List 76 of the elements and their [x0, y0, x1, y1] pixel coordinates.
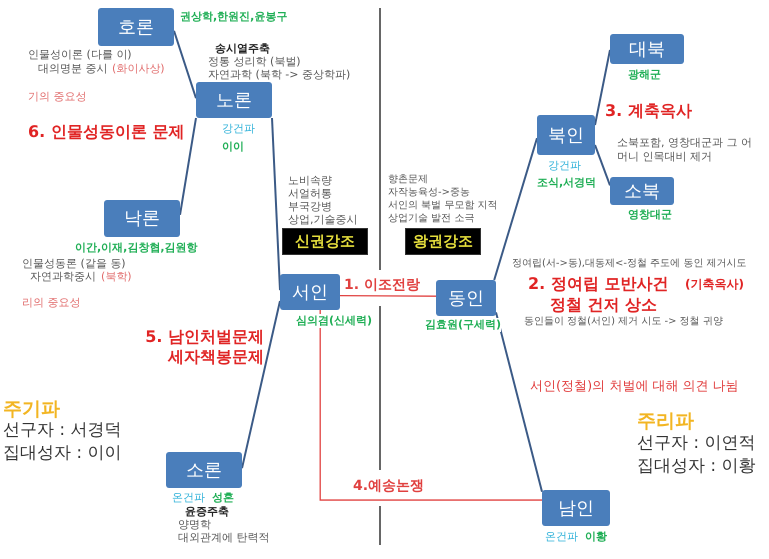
- note-text: 대외관계에 탄력적: [178, 531, 270, 545]
- faction-box: 남인: [542, 490, 610, 526]
- faction-box: 호론: [98, 8, 174, 46]
- connector-line: [179, 118, 197, 215]
- note-text: 자연과학 (북학 -> 중상학파): [208, 68, 350, 82]
- edge-label: 4.예송논쟁: [352, 478, 426, 496]
- note-text: 상업,기술중시: [288, 213, 358, 227]
- note-text: 상업기술 발전 소극: [388, 213, 474, 226]
- note-text: 집대성자 : 이황: [637, 456, 756, 478]
- heading-text: 주기파: [3, 398, 60, 422]
- note-text: 서인의 북벌 무모함 지적: [388, 200, 498, 212]
- faction-box: 서인: [280, 274, 340, 310]
- note-text: (기축옥사): [685, 277, 744, 292]
- faction-box: 낙론: [104, 200, 180, 237]
- note-text: 집대성자 : 이이: [3, 443, 122, 464]
- note-text: 양명학: [178, 518, 211, 532]
- connector-line: [173, 30, 197, 99]
- person-names: 성혼: [212, 491, 234, 505]
- faction-tag: 온건파: [172, 491, 205, 505]
- faction-box: 북인: [537, 115, 595, 155]
- note-text: 정통 성리학 (북벌): [208, 55, 301, 69]
- person-names: 이황: [585, 530, 607, 544]
- heading-text: 5. 남인처벌문제 세자책봉문제: [144, 327, 264, 367]
- edge-label: 1. 이조전랑: [343, 277, 421, 294]
- note-text: 부국강병: [288, 200, 332, 214]
- person-names: 광해군: [628, 68, 661, 82]
- note-text: 대의명분 중시: [38, 62, 108, 76]
- note-text: 리의 중요성: [22, 296, 80, 310]
- connector-line: [594, 50, 611, 126]
- note-text: 자연과학중시: [30, 270, 96, 284]
- person-names: 영창대군: [628, 208, 672, 222]
- note-text: 선구자 : 서경덕: [3, 420, 122, 442]
- faction-box: 소론: [166, 452, 242, 488]
- note-text: 노비속량: [288, 174, 332, 188]
- note-text: (북학): [101, 270, 132, 284]
- faction-box: 대북: [610, 34, 684, 64]
- connector-line: [271, 118, 281, 290]
- person-names: 조식,서경덕: [537, 176, 596, 190]
- note-text: 정여립(서->동),대동제<-정철 주도에 동인 제거시도: [512, 258, 746, 270]
- heading-text: 6. 인물성동이론 문제: [28, 122, 184, 142]
- note-text: 서인(정철)의 처벌에 대해 의견 나뉨: [530, 379, 739, 396]
- connector-line: [340, 294, 436, 297]
- faction-box: 동인: [436, 280, 496, 316]
- note-text: 인물성동론 (같을 동): [22, 257, 126, 271]
- connector-line: [594, 144, 611, 186]
- connector-line: [493, 138, 538, 280]
- faction-tag: 강건파: [222, 122, 255, 136]
- note-text: 송시열주축: [215, 42, 270, 56]
- note-text: 동인들이 정철(서인) 제거 시도 -> 정철 귀양: [524, 316, 723, 328]
- person-names: 김효원(구세력): [425, 318, 502, 332]
- heading-text: 3. 계축옥사: [605, 101, 692, 121]
- connector-line: [241, 300, 281, 468]
- person-names: 이간,이재,김창협,김원항: [75, 241, 198, 255]
- person-names: 심의겸(신세력): [296, 314, 372, 328]
- highlight-box: 왕권강조: [405, 228, 481, 255]
- heading-text: 정철 건저 상소: [550, 295, 658, 315]
- note-text: 향촌문제: [388, 174, 428, 186]
- note-text: 서얼허통: [288, 187, 332, 201]
- person-names: 이이: [222, 140, 244, 154]
- connector-line: [495, 312, 543, 492]
- note-text: 인물성이론 (다를 이): [28, 48, 132, 62]
- connector-line: [320, 310, 542, 501]
- faction-tag: 강건파: [548, 159, 581, 173]
- note-text: 윤증주축: [185, 505, 229, 519]
- note-text: 기의 중요성: [28, 90, 86, 104]
- note-text: 선구자 : 이연적: [637, 433, 756, 454]
- faction-tag: 온건파: [545, 530, 578, 544]
- note-text: (화이사상): [112, 62, 165, 76]
- heading-text: 2. 정여립 모반사건: [528, 274, 668, 294]
- faction-box: 소북: [610, 177, 674, 205]
- person-names: 권상학,한원진,윤봉구: [180, 10, 288, 24]
- note-text: 자작농육성->중농: [388, 187, 470, 200]
- heading-text: 주리파: [637, 410, 694, 434]
- faction-box: 노론: [196, 82, 272, 118]
- highlight-box: 신권강조: [282, 228, 368, 255]
- note-text: 소북포함, 영창대군과 그 어머니 인목대비 제거: [617, 136, 753, 164]
